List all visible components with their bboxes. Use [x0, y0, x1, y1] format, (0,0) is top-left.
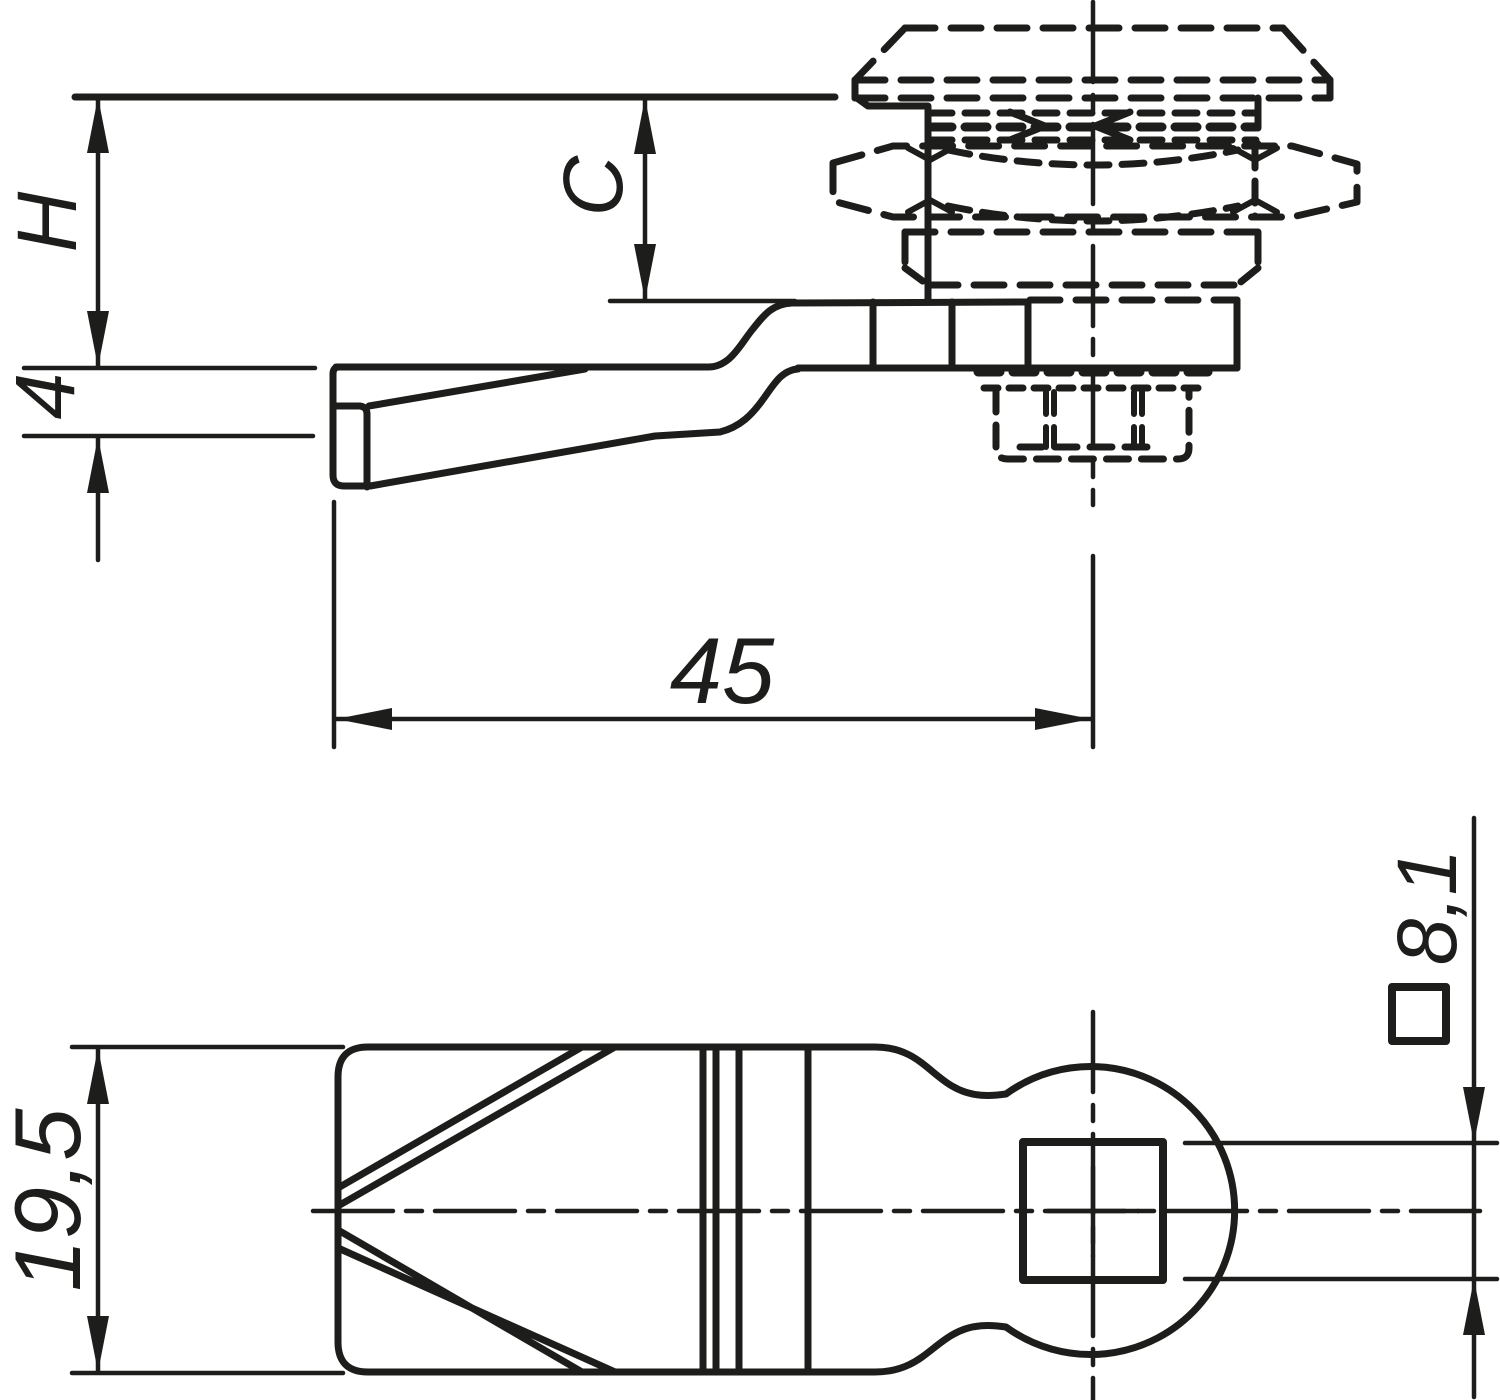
chamfer-fork-left: [905, 145, 955, 215]
arrowhead-down-icon: [87, 1316, 109, 1372]
cam-tip-end-face: [329, 363, 374, 490]
body-chamfer-left: [901, 264, 932, 289]
hex-nut-chamfer-marks: [905, 145, 1280, 215]
arrowhead-down-icon: [634, 244, 656, 300]
cam-tip-fold-line: [332, 402, 371, 491]
dim-label-H: H: [0, 191, 94, 252]
cam-plan-outline: [334, 1043, 1239, 1376]
cap-chamfer-right: [1279, 24, 1334, 84]
dimension-45: 45: [331, 499, 1096, 750]
chamfer-fork-right: [1230, 145, 1280, 215]
cam-taper-edges-lower: [334, 1226, 619, 1376]
cap-chamfer-left: [851, 24, 909, 84]
arrowhead-up-icon: [1463, 1279, 1485, 1335]
dim-label-19-5: 19,5: [0, 1108, 100, 1292]
plan-view: [310, 1009, 1483, 1400]
housing-front-edge: [853, 94, 932, 306]
cam-bottom-edge: [366, 365, 802, 490]
arrowhead-left-icon: [336, 708, 392, 730]
arrowhead-up-icon: [87, 1048, 109, 1104]
cam-top-edge: [332, 298, 1032, 371]
dimension-19-5: 19,5: [0, 1044, 346, 1376]
dim-label-C: C: [546, 154, 640, 216]
dim-label-4: 4: [0, 373, 92, 420]
square-symbol-icon: [1388, 983, 1450, 1045]
dim-label-45: 45: [670, 618, 775, 723]
arrowhead-down-icon: [87, 311, 109, 367]
arrowhead-down-icon: [1463, 1087, 1485, 1143]
arrowhead-right-icon: [1035, 708, 1091, 730]
side-elevation-view: [71, 0, 1361, 508]
cam-tip-taper-line: [365, 365, 589, 410]
knurl-wedge-left: [1006, 108, 1049, 144]
hex-nut-outline: [829, 142, 1361, 221]
dimension-H: H: [0, 94, 109, 370]
dimension-4: 4: [0, 365, 318, 563]
cam-taper-edges-upper: [334, 1043, 619, 1210]
body-chamfer-right: [1233, 264, 1262, 289]
dimension-8-1: 8,1: [1182, 815, 1500, 1400]
arrowhead-up-icon: [634, 98, 656, 154]
dimension-C: C: [546, 95, 798, 304]
dim-label-8-1: 8,1: [1380, 849, 1474, 966]
arrowhead-up-icon: [87, 97, 109, 153]
arrowhead-up-icon: [87, 437, 109, 493]
